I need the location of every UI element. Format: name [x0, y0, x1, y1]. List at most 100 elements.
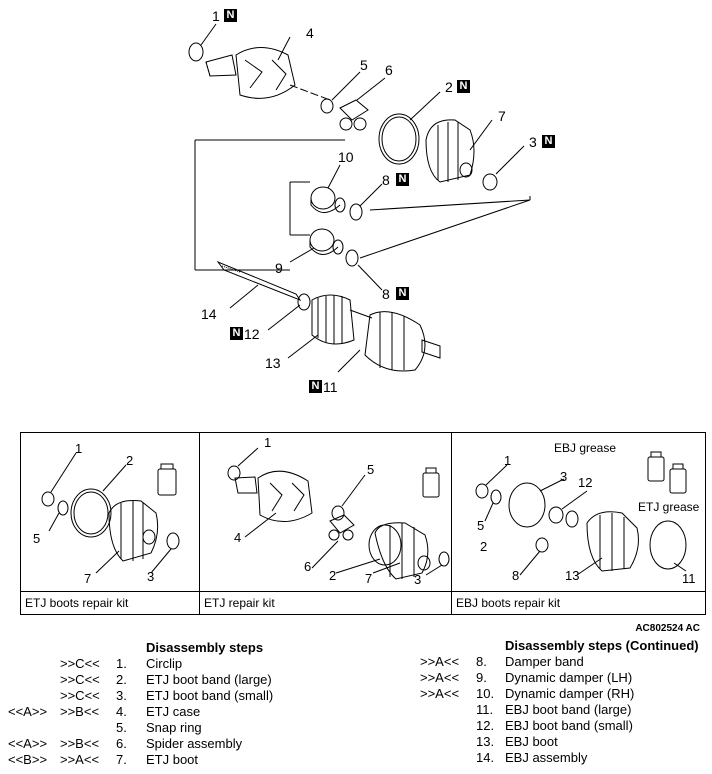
kit1-label-7: 7 — [84, 571, 92, 586]
step-mark-right: >>C<< — [60, 656, 100, 671]
new-part-badge: N — [224, 9, 237, 22]
new-part-badge: N — [542, 135, 555, 148]
step-mark: >>A<< — [420, 654, 460, 669]
step-row: >>C<<1.Circlip — [8, 656, 338, 672]
step-text: EBJ boot band (small) — [505, 718, 633, 733]
figure-reference: AC802524 AC — [635, 623, 700, 634]
step-row: <<B>>>>A<<7.ETJ boot — [8, 752, 338, 768]
step-number: 6. — [116, 736, 127, 751]
kit-etj-boots: 1 2 5 7 3 ETJ boots repair kit — [21, 433, 200, 614]
step-row: <<A>>>>B<<4.ETJ case — [8, 704, 338, 720]
kit2-label-7: 7 — [365, 571, 373, 586]
step-number: 7. — [116, 752, 127, 767]
spider-part — [339, 99, 369, 131]
step-row: >>C<<2.ETJ boot band (large) — [8, 672, 338, 688]
kit3-label-1: 1 — [504, 453, 512, 468]
step-row: 13. EBJ boot — [420, 734, 710, 750]
step-number: 10. — [476, 686, 495, 701]
dynamic-damper-rh-part — [310, 186, 346, 213]
new-part-badge: N — [457, 80, 470, 93]
callout-13: 13 — [265, 355, 281, 371]
step-number: 2. — [116, 672, 127, 687]
kit3-label-3: 3 — [560, 469, 568, 484]
callout-5: 5 — [360, 57, 368, 73]
callout-1: 1 — [212, 8, 220, 24]
new-part-badge: N — [309, 380, 322, 393]
callout-3: 3 — [529, 134, 537, 150]
kit1-label-2: 2 — [126, 453, 134, 468]
step-number: 9. — [476, 670, 487, 685]
step-mark-right: >>B<< — [60, 736, 100, 751]
step-row: 14. EBJ assembly — [420, 750, 710, 766]
callout-2: 2 — [445, 79, 453, 95]
step-number: 12. — [476, 718, 495, 733]
step-text: Circlip — [146, 656, 183, 671]
step-mark-right: >>B<< — [60, 704, 100, 719]
step-number: 8. — [476, 654, 487, 669]
steps-title: Disassembly steps — [146, 640, 264, 655]
step-mark-left: <<A>> — [8, 704, 48, 719]
kit2-label-4: 4 — [234, 530, 242, 545]
kit-etj-repair-illustration — [227, 447, 450, 580]
step-text: Damper band — [505, 654, 584, 669]
kit2-label-6: 6 — [304, 559, 312, 574]
callout-8: 8 — [382, 172, 390, 188]
kit-ebj-boots-illustration — [475, 451, 687, 576]
kit3-label-12: 12 — [578, 475, 593, 490]
step-text: ETJ boot — [146, 752, 199, 767]
step-row: >>C<<3.ETJ boot band (small) — [8, 688, 338, 704]
kit2-label-3: 3 — [414, 572, 422, 587]
circlip-part — [188, 42, 204, 62]
step-mark-right: >>C<< — [60, 688, 100, 703]
etj-case-part — [205, 36, 296, 99]
kit3-label-5: 5 — [477, 518, 485, 533]
kit3-label-2: 2 — [480, 539, 488, 554]
new-part-badge: N — [396, 287, 409, 300]
snap-ring-part — [320, 98, 334, 114]
callout-9: 9 — [275, 260, 283, 276]
step-mark: >>A<< — [420, 686, 460, 701]
kit1-label-3: 3 — [147, 569, 155, 584]
step-mark: >>A<< — [420, 670, 460, 685]
step-text: Dynamic damper (RH) — [505, 686, 635, 701]
step-mark-right: >>A<< — [60, 752, 100, 767]
step-row: 11. EBJ boot band (large) — [420, 702, 710, 718]
step-text: EBJ boot — [505, 734, 558, 749]
step-row: 12. EBJ boot band (small) — [420, 718, 710, 734]
callout-12: 12 — [244, 326, 260, 342]
callout-10: 10 — [338, 149, 354, 165]
ebj-assembly-part — [216, 260, 441, 372]
ebj-grease-label: EBJ grease — [554, 441, 617, 455]
kit3-label-8: 8 — [512, 568, 520, 583]
etj-boot-band-large-part — [378, 113, 420, 165]
kit-caption: EBJ boots repair kit — [452, 591, 705, 614]
new-part-badge: N — [230, 327, 243, 340]
kit3-label-11: 11 — [682, 571, 696, 586]
step-row: <<A>>>>B<<6.Spider assembly — [8, 736, 338, 752]
step-text: EBJ boot band (large) — [505, 702, 632, 717]
kit-caption: ETJ boots repair kit — [21, 591, 199, 614]
kit-caption: ETJ repair kit — [200, 591, 451, 614]
kit1-label-5: 5 — [33, 531, 41, 546]
steps-title-continued: Disassembly steps (Continued) — [505, 638, 699, 653]
kit2-label-1: 1 — [264, 435, 272, 450]
callout-6: 6 — [385, 62, 393, 78]
callout-7: 7 — [498, 108, 506, 124]
step-number: 13. — [476, 734, 495, 749]
step-row: >>A<< 10. Dynamic damper (RH) — [420, 686, 710, 702]
etj-boot-part — [425, 119, 475, 183]
step-number: 11. — [476, 702, 494, 717]
kit1-label-1: 1 — [75, 441, 83, 456]
step-text: Spider assembly — [146, 736, 243, 751]
step-row: >>A<<9.Dynamic damper (LH) — [420, 670, 710, 686]
step-number: 4. — [116, 704, 127, 719]
callout-8: 8 — [382, 286, 390, 302]
step-number: 14. — [476, 750, 495, 765]
callout-14: 14 — [201, 306, 217, 322]
step-text: EBJ assembly — [505, 750, 588, 765]
disassembly-steps-left: Disassembly steps >>C<<1.Circlip>>C<<2.E… — [8, 640, 338, 768]
kit-etj-repair: 1 5 4 6 2 7 3 ETJ repair kit — [200, 433, 452, 614]
etj-boot-band-small-part — [482, 173, 498, 191]
damper-band-part — [349, 203, 363, 221]
kit-ebj-boots: 1 3 12 5 2 8 13 11 EBJ grease ETJ grease… — [452, 433, 705, 614]
